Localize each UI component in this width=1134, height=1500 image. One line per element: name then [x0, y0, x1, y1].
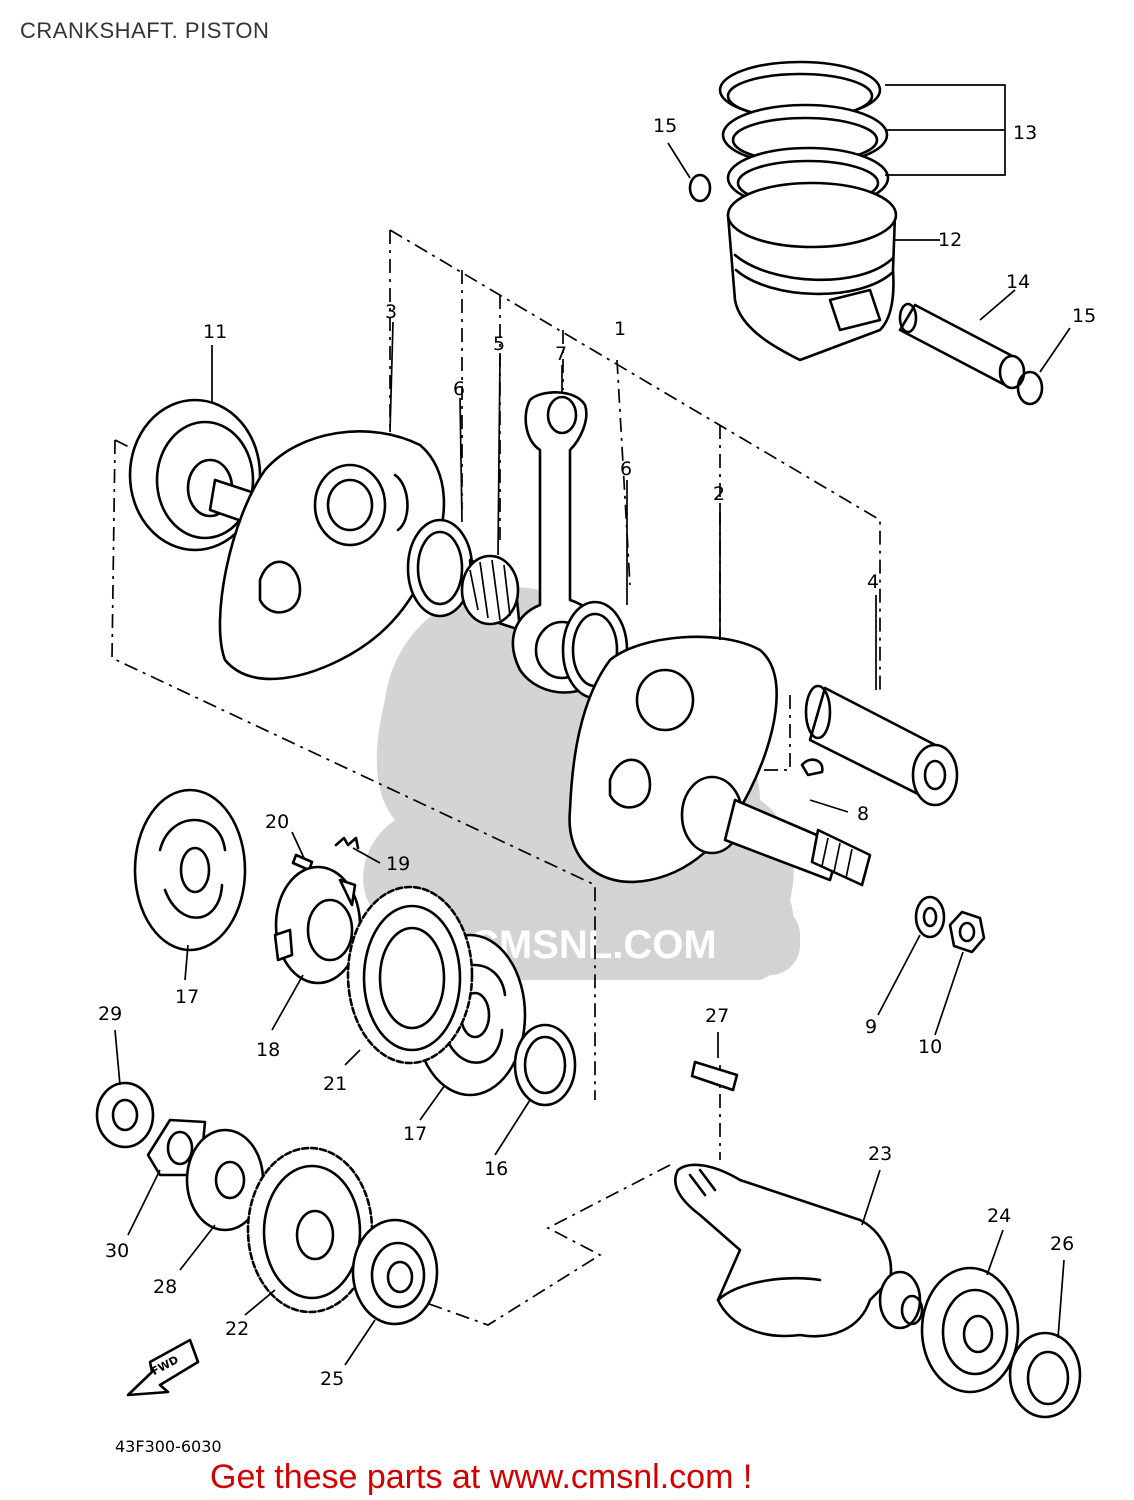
- crank-half-left: [218, 430, 446, 681]
- callout-19: 19: [386, 853, 410, 875]
- callout-15b: 15: [1072, 305, 1096, 327]
- callout-27: 27: [705, 1005, 729, 1027]
- callout-24: 24: [987, 1205, 1011, 1227]
- callout-29: 29: [98, 1003, 122, 1025]
- balancer-bearing-left: [351, 1218, 439, 1326]
- balancer-plate-left: [133, 788, 247, 952]
- callout-20: 20: [265, 811, 289, 833]
- callout-26: 26: [1050, 1233, 1074, 1255]
- callout-5: 5: [493, 333, 505, 355]
- callout-14: 14: [1006, 271, 1030, 293]
- oil-seal: [1008, 1331, 1082, 1419]
- spring: [334, 836, 360, 850]
- drawing-code: 43F300-6030: [115, 1437, 222, 1456]
- balancer-drive-gear: [346, 885, 474, 1065]
- crank-pin: [804, 684, 959, 807]
- straight-key: [690, 1060, 739, 1092]
- callout-23: 23: [868, 1143, 892, 1165]
- callout-7: 7: [555, 343, 567, 365]
- piston-pin: [898, 302, 1026, 390]
- callout-labels: 1 2 3 4 5 6 6 7 8 9 10 11 12 13 14 15 15…: [98, 115, 1096, 1390]
- callout-25: 25: [320, 1368, 344, 1390]
- callout-8: 8: [857, 803, 869, 825]
- callout-6a: 6: [453, 378, 465, 400]
- callout-28: 28: [153, 1276, 177, 1298]
- callout-17a: 17: [175, 986, 199, 1008]
- callout-6b: 6: [620, 458, 632, 480]
- forward-arrow-icon: FWD: [126, 1338, 200, 1397]
- callout-2: 2: [713, 483, 725, 505]
- callout-10: 10: [918, 1036, 942, 1058]
- callout-17b: 17: [403, 1123, 427, 1145]
- balancer-nut: [95, 1081, 155, 1149]
- piston: [726, 181, 898, 362]
- balancer-bearing-right: [920, 1266, 1020, 1394]
- crankshaft-output-end: [680, 775, 872, 887]
- thrust-washer-left: [406, 518, 474, 618]
- callout-16: 16: [484, 1158, 508, 1180]
- woodruff-key: [800, 758, 824, 777]
- callout-9: 9: [865, 1016, 877, 1038]
- callout-21: 21: [323, 1073, 347, 1095]
- callout-4: 4: [867, 571, 879, 593]
- callout-3: 3: [385, 301, 397, 323]
- callout-1: 1: [614, 318, 626, 340]
- callout-22: 22: [225, 1318, 249, 1340]
- piston-pin-clip-lower: [1016, 370, 1044, 406]
- callout-11: 11: [203, 321, 227, 343]
- balancer-shaft: [673, 1163, 924, 1338]
- callout-30: 30: [105, 1240, 129, 1262]
- balancer-driven-gear: [246, 1146, 374, 1314]
- gear-hub: [273, 865, 362, 985]
- plate-washer: [914, 895, 946, 939]
- piston-pin-clip-upper: [688, 173, 712, 203]
- callout-15a: 15: [653, 115, 677, 137]
- needle-bearing: [460, 554, 522, 632]
- callout-12: 12: [938, 229, 962, 251]
- callout-13: 13: [1013, 122, 1037, 144]
- diagram-title: CRANKSHAFT. PISTON: [20, 18, 269, 43]
- cta-link[interactable]: Get these parts at www.cmsnl.com !: [210, 1458, 752, 1496]
- collar-ring: [513, 1023, 577, 1107]
- crank-nut: [948, 910, 986, 954]
- leader-lines: [114, 84, 1071, 1366]
- callout-18: 18: [256, 1039, 280, 1061]
